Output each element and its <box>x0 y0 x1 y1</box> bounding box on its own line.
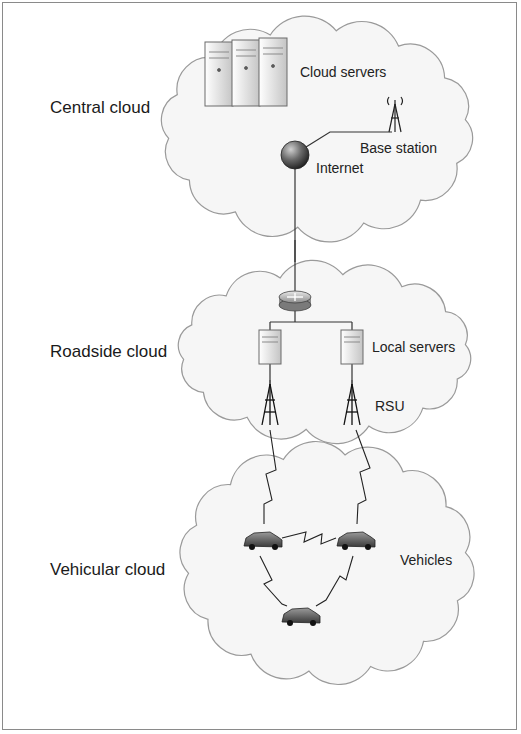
cloud-title: Central cloud <box>50 98 150 118</box>
rsu-antenna-icon <box>262 380 360 425</box>
cloud-shape <box>178 260 470 443</box>
local-server-icon <box>259 330 363 364</box>
component-label: Vehicles <box>400 552 452 569</box>
cloud-servers-icon <box>205 38 287 106</box>
cloud-title: Roadside cloud <box>50 342 167 362</box>
cloud-shape <box>161 16 472 242</box>
component-label: Cloud servers <box>300 64 386 81</box>
router-icon <box>279 291 311 311</box>
base-station-icon <box>388 97 403 132</box>
component-label: Local servers <box>372 339 455 356</box>
component-label: Base station <box>360 140 437 157</box>
component-label: RSU <box>375 398 405 415</box>
component-label: Internet <box>316 160 363 177</box>
vehicle-wheel <box>249 544 371 626</box>
cloud-shape <box>180 441 474 684</box>
cloud-title: Vehicular cloud <box>50 560 165 580</box>
vehicle-icon <box>244 532 375 623</box>
wireless-link <box>260 430 370 606</box>
internet-globe <box>281 141 309 169</box>
